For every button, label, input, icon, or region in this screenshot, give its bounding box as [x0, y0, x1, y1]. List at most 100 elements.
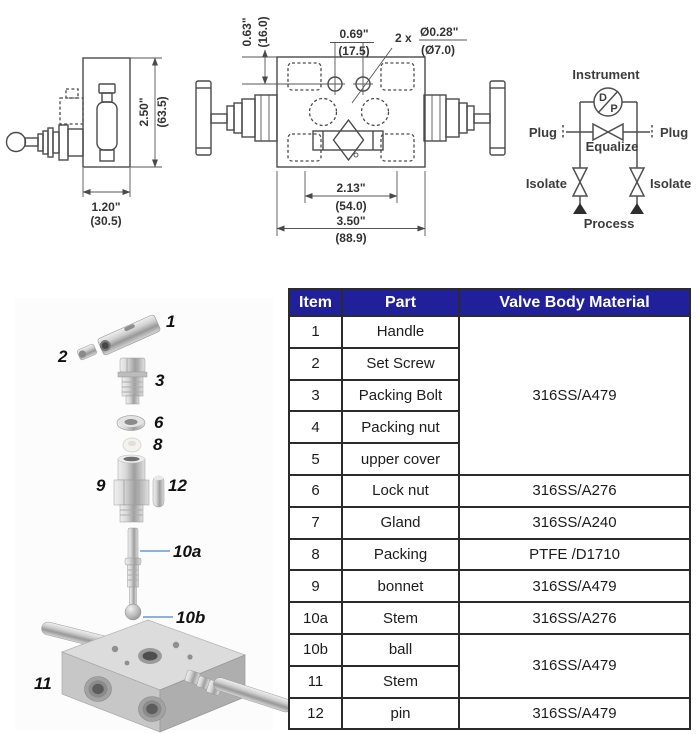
- dim-hole-dia-in: Ø0.28": [420, 25, 458, 39]
- callout-1: 1: [166, 312, 175, 331]
- flow-schematic: Instrument D P Plug Plug Equalize Isol: [526, 67, 691, 231]
- callout-10b: 10b: [176, 608, 205, 627]
- callout-10a: 10a: [173, 542, 201, 561]
- cell-item: 10a: [288, 601, 343, 635]
- cell-material: 316SS/A479: [458, 315, 691, 476]
- cell-part: Packing nut: [341, 410, 460, 445]
- part-lock-nut: [116, 415, 146, 431]
- cell-part: Set Screw: [341, 346, 460, 381]
- dim-hole-spacing-in: 0.69": [339, 27, 368, 41]
- dim-hole-offset-mm: (16.0): [256, 16, 270, 47]
- dim-port-spacing-in: 2.13": [336, 181, 365, 195]
- cell-item: 11: [288, 664, 343, 699]
- dim-hole-dia-mm: (Ø7.0): [421, 43, 455, 57]
- schematic-isolate-left-label: Isolate: [526, 176, 567, 191]
- column-header-item: Item: [288, 288, 343, 317]
- callout-3: 3: [155, 371, 165, 390]
- dim-body-width-mm: (88.9): [335, 231, 366, 245]
- cell-material: 316SS/A240: [458, 505, 691, 540]
- part-pin: [152, 475, 165, 508]
- schematic-isolate-right-label: Isolate: [650, 176, 691, 191]
- cell-material: 316SS/A479: [458, 569, 691, 604]
- handle-ball: [5, 131, 27, 153]
- process-arrow-left: [573, 203, 587, 214]
- part-set-screw: [77, 343, 97, 361]
- part-handle: [97, 314, 161, 356]
- dim-hole-spacing-mm: (17.5): [338, 44, 369, 58]
- cell-part: upper cover: [341, 442, 460, 476]
- column-header-part: Part: [341, 288, 460, 317]
- part-packing-bolt: [117, 357, 148, 405]
- part-manifold-body: [41, 619, 290, 733]
- cell-item: 2: [288, 346, 343, 381]
- dim-side-width-in: 1.20": [91, 200, 120, 214]
- isolate-valve-left-symbol: [571, 167, 589, 184]
- dim-side-width-mm: (30.5): [90, 214, 121, 228]
- cell-part: pin: [341, 696, 460, 731]
- schematic-process-label: Process: [584, 216, 635, 231]
- cell-item: 7: [288, 505, 343, 540]
- cell-part: Gland: [341, 505, 460, 540]
- callout-8: 8: [153, 435, 163, 454]
- dim-port-spacing-mm: (54.0): [335, 199, 366, 213]
- callout-12: 12: [168, 476, 187, 495]
- cell-item: 10b: [288, 632, 343, 667]
- cell-item: 9: [288, 569, 343, 604]
- cell-part: bonnet: [341, 569, 460, 604]
- process-arrow-right: [630, 203, 644, 214]
- column-header-material: Valve Body Material: [458, 288, 691, 317]
- cell-material: 316SS/A276: [458, 601, 691, 635]
- cell-item: 1: [288, 315, 343, 349]
- part-ball: [124, 603, 142, 621]
- cell-part: ball: [341, 632, 460, 667]
- schematic-plug-left-label: Plug: [529, 125, 557, 140]
- front-view-drawing: 0.63" (16.0) 0.69" (17.5) 2 x Ø0.28" (Ø7…: [195, 16, 506, 245]
- part-stem: [124, 527, 142, 621]
- exploded-view: 1 2 3 6 8: [15, 298, 290, 733]
- part-packing: [122, 437, 142, 453]
- cell-material: 316SS/A479: [458, 632, 691, 699]
- dim-side-height-in: 2.50": [137, 97, 151, 126]
- table-header-row: Item Part Valve Body Material: [288, 288, 691, 317]
- cell-part: Handle: [341, 315, 460, 349]
- cell-item: 8: [288, 537, 343, 572]
- cell-item: 3: [288, 378, 343, 413]
- callout-11: 11: [34, 674, 52, 693]
- cell-item: 12: [288, 696, 343, 731]
- cell-item: 6: [288, 473, 343, 508]
- cell-part: Lock nut: [341, 473, 460, 508]
- part-bonnet: [113, 454, 150, 523]
- dim-side-height-mm: (63.5): [155, 96, 169, 127]
- side-view-drawing: 2.50" (63.5) 1.20" (30.5): [5, 57, 169, 228]
- schematic-equalize-label: Equalize: [586, 139, 639, 154]
- callout-6: 6: [154, 413, 164, 432]
- cell-material: 316SS/A479: [458, 696, 691, 731]
- dp-letter-p: P: [610, 103, 617, 115]
- schematic-plug-right-label: Plug: [660, 125, 688, 140]
- schematic-instrument-label: Instrument: [572, 67, 640, 82]
- dim-body-width-in: 3.50": [336, 214, 365, 228]
- isolate-valve-right-symbol: [628, 167, 646, 184]
- callout-2: 2: [57, 347, 68, 366]
- cell-part: Stem: [341, 601, 460, 635]
- technical-drawings: 2.50" (63.5) 1.20" (30.5): [5, 16, 691, 245]
- cell-material: PTFE /D1710: [458, 537, 691, 572]
- cell-item: 5: [288, 442, 343, 476]
- equalize-valve-symbol: [592, 122, 610, 142]
- dim-hole-count: 2 x: [395, 31, 412, 45]
- cell-part: Packing: [341, 537, 460, 572]
- dim-hole-offset-in: 0.63": [240, 17, 254, 46]
